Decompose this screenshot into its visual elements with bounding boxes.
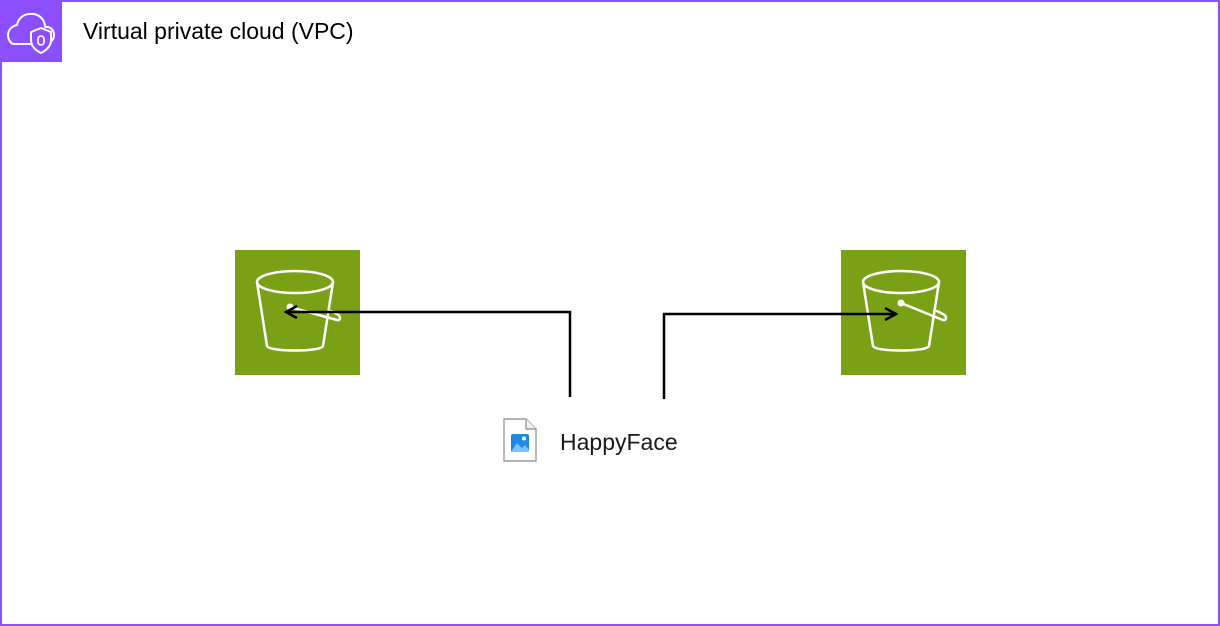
arrow-to-right-bucket[interactable] [662,314,895,399]
vpc-title: Virtual private cloud (VPC) [83,18,354,44]
image-file-icon[interactable] [502,418,538,462]
arrow-to-left-bucket[interactable] [287,312,572,397]
s3-bucket-right[interactable] [841,250,966,375]
s3-bucket-icon [841,250,966,375]
vpc-icon [0,0,62,62]
file-label: HappyFace [560,429,678,455]
